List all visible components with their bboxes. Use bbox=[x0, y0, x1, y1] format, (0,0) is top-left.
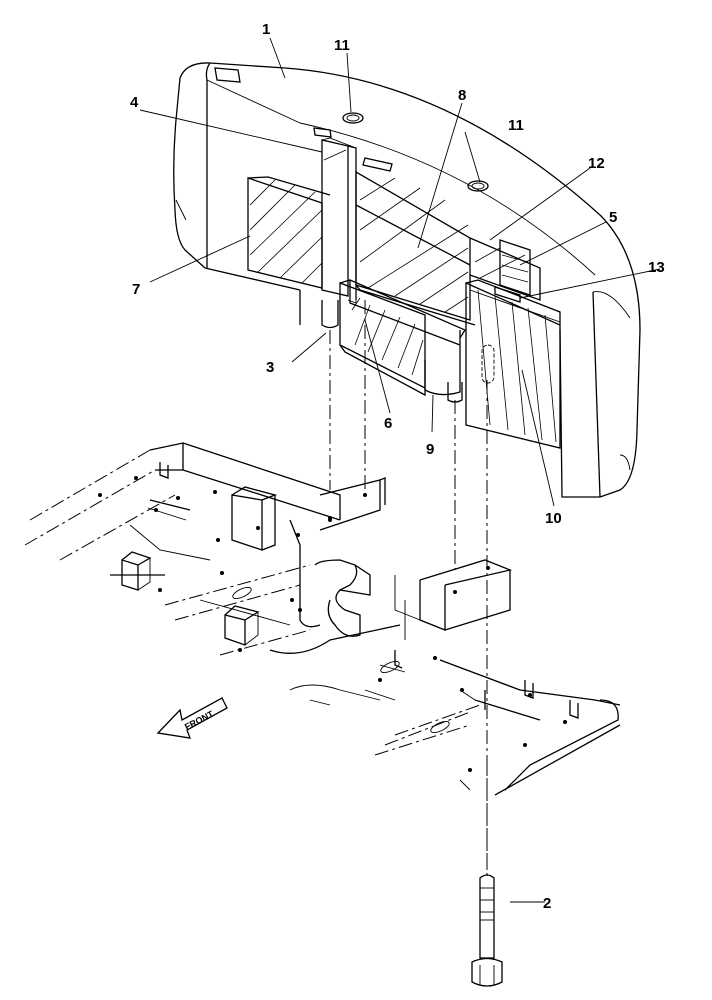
callout-9: 9 bbox=[426, 441, 434, 458]
assembly-centerlines bbox=[329, 300, 488, 880]
front-label: FRONT bbox=[183, 708, 216, 732]
counterweight-body bbox=[173, 62, 641, 498]
callout-2: 2 bbox=[543, 895, 551, 912]
mounting-bolt-2 bbox=[471, 760, 503, 987]
callout-10: 10 bbox=[545, 510, 562, 527]
callout-3: 3 bbox=[266, 359, 274, 376]
bushing-3 bbox=[321, 300, 339, 329]
upper-frame bbox=[24, 442, 621, 796]
front-direction-arrow: FRONT bbox=[156, 697, 228, 739]
bushing-9 bbox=[424, 330, 463, 403]
block-5 bbox=[499, 239, 531, 296]
callout-1: 1 bbox=[262, 21, 270, 38]
shim-plate-6 bbox=[339, 279, 466, 397]
callout-12: 12 bbox=[588, 155, 605, 172]
weight-plate-10 bbox=[465, 279, 561, 449]
weight-plate-8 bbox=[355, 170, 476, 326]
callout-5: 5 bbox=[609, 209, 617, 226]
plate-13 bbox=[494, 286, 521, 303]
callout-6: 6 bbox=[384, 415, 392, 432]
weight-plate-7 bbox=[247, 176, 331, 289]
spacer-post-4 bbox=[321, 137, 357, 300]
callout-13: 13 bbox=[648, 259, 665, 276]
callout-11b: 11 bbox=[508, 117, 524, 134]
leader-lines bbox=[139, 37, 661, 903]
callout-4: 4 bbox=[130, 94, 139, 111]
callouts: 1 2 3 4 5 6 7 8 9 10 11 11 12 13 bbox=[130, 21, 665, 912]
callout-11a: 11 bbox=[334, 37, 350, 54]
callout-8: 8 bbox=[458, 87, 466, 104]
callout-7: 7 bbox=[132, 281, 140, 298]
